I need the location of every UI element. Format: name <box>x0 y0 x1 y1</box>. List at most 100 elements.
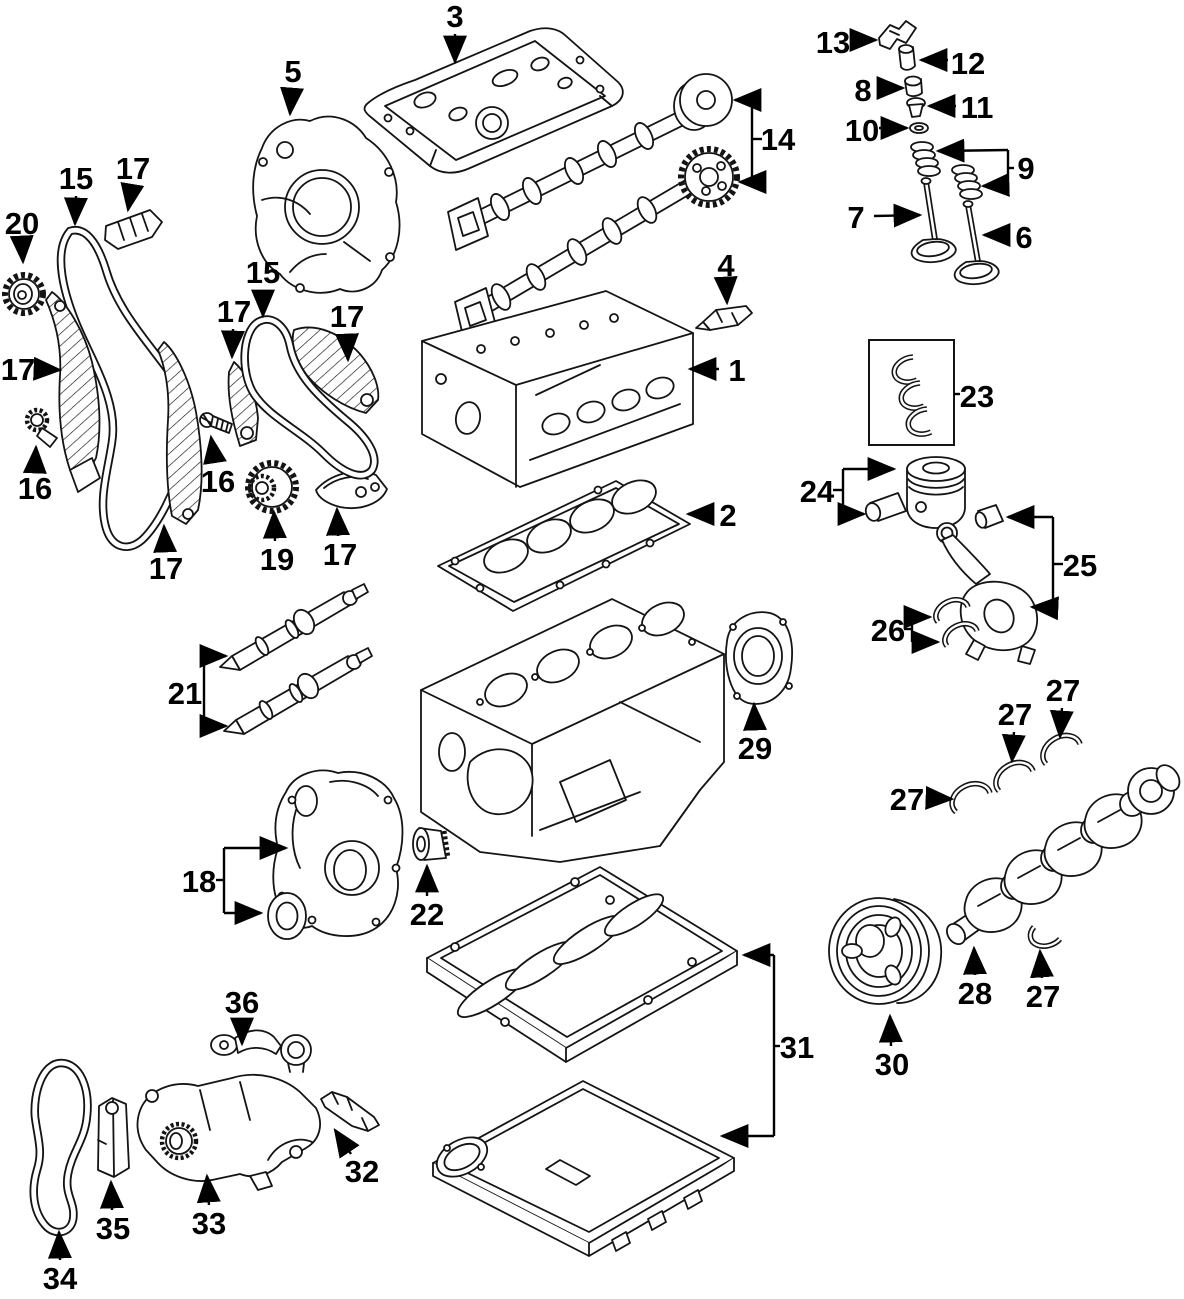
callout-number[interactable]: 27 <box>998 697 1032 732</box>
callout-number[interactable]: 31 <box>780 1030 814 1065</box>
callout-number[interactable]: 33 <box>192 1206 226 1241</box>
callout-number[interactable]: 18 <box>182 864 216 899</box>
callout-20[interactable]: 20 <box>5 206 39 265</box>
callout-number[interactable]: 15 <box>246 255 280 290</box>
callout-16[interactable]: 16 <box>201 434 235 499</box>
callout-17[interactable]: 17 <box>323 506 357 572</box>
callout-26[interactable]: 26 <box>871 605 941 654</box>
callout-27[interactable]: 27 <box>1046 673 1080 740</box>
callout-number[interactable]: 24 <box>800 474 835 509</box>
callout-number[interactable]: 10 <box>845 113 879 148</box>
callout-16[interactable]: 16 <box>18 444 52 506</box>
callout-number[interactable]: 11 <box>961 90 994 125</box>
oil-pickup-art <box>210 1029 312 1073</box>
callout-17[interactable]: 17 <box>149 523 183 586</box>
callout-27[interactable]: 27 <box>890 782 955 817</box>
callout-35[interactable]: 35 <box>96 1179 130 1246</box>
crankshaft-art <box>946 764 1181 946</box>
callout-number[interactable]: 27 <box>1026 979 1060 1014</box>
callout-number[interactable]: 22 <box>410 897 444 932</box>
callout-17[interactable]: 17 <box>1 352 63 387</box>
callout-number[interactable]: 9 <box>1017 151 1034 186</box>
callout-21[interactable]: 21 <box>168 644 229 738</box>
callout-number[interactable]: 13 <box>816 25 850 60</box>
callout-number[interactable]: 4 <box>717 248 735 283</box>
callout-8[interactable]: 8 <box>854 73 906 108</box>
callout-4[interactable]: 4 <box>713 248 738 306</box>
callout-3[interactable]: 3 <box>443 0 467 65</box>
callout-10[interactable]: 10 <box>845 113 910 148</box>
callout-15[interactable]: 15 <box>246 255 280 319</box>
callout-number[interactable]: 30 <box>875 1047 909 1082</box>
callout-number[interactable]: 17 <box>323 537 357 572</box>
callout-number[interactable]: 6 <box>1015 220 1032 255</box>
callout-number[interactable]: 2 <box>719 498 736 533</box>
callout-27[interactable]: 27 <box>998 697 1032 764</box>
leader-arrow <box>203 434 227 465</box>
callout-24[interactable]: 24 <box>800 457 897 526</box>
callout-number[interactable]: 26 <box>871 613 905 648</box>
callout-14[interactable]: 14 <box>732 88 796 194</box>
callout-number[interactable]: 21 <box>168 676 202 711</box>
callout-18[interactable]: 18 <box>182 836 289 925</box>
piston-art <box>864 456 966 529</box>
callout-9[interactable]: 9 <box>935 138 1035 197</box>
callout-number[interactable]: 23 <box>960 379 994 414</box>
callout-30[interactable]: 30 <box>875 1013 909 1082</box>
callout-number[interactable]: 7 <box>847 200 864 235</box>
callout-36[interactable]: 36 <box>225 985 259 1047</box>
callout-number[interactable]: 16 <box>201 464 235 499</box>
callout-2[interactable]: 2 <box>685 498 737 533</box>
callout-25[interactable]: 25 <box>1005 505 1097 621</box>
callout-17[interactable]: 17 <box>330 299 364 363</box>
callout-number[interactable]: 29 <box>738 731 772 766</box>
callout-33[interactable]: 33 <box>192 1173 226 1241</box>
callout-number[interactable]: 16 <box>18 471 52 506</box>
callout-number[interactable]: 8 <box>854 73 871 108</box>
callout-15[interactable]: 15 <box>59 161 93 227</box>
callout-number[interactable]: 27 <box>1046 673 1080 708</box>
callout-22[interactable]: 22 <box>410 863 444 932</box>
callout-34[interactable]: 34 <box>43 1229 78 1296</box>
leader-arrow <box>9 235 34 265</box>
callout-number[interactable]: 5 <box>284 54 301 89</box>
callout-27[interactable]: 27 <box>1026 948 1060 1014</box>
callout-number[interactable]: 17 <box>116 151 150 186</box>
callout-number[interactable]: 17 <box>330 299 364 334</box>
callout-number[interactable]: 17 <box>149 551 183 586</box>
callout-number[interactable]: 12 <box>951 46 985 81</box>
callout-5[interactable]: 5 <box>280 54 304 117</box>
callout-number[interactable]: 32 <box>345 1154 379 1189</box>
callout-number[interactable]: 3 <box>446 0 463 34</box>
callout-number[interactable]: 34 <box>43 1261 78 1296</box>
leader-arrow <box>1029 596 1059 621</box>
callout-23[interactable]: 23 <box>954 379 994 414</box>
callout-number[interactable]: 14 <box>761 122 796 157</box>
callout-number[interactable]: 15 <box>59 161 93 196</box>
callout-13[interactable]: 13 <box>816 25 879 60</box>
callout-31[interactable]: 31 <box>719 943 814 1148</box>
callout-32[interactable]: 32 <box>333 1128 379 1189</box>
callout-17[interactable]: 17 <box>116 151 150 213</box>
callout-7[interactable]: 7 <box>847 200 923 235</box>
callout-6[interactable]: 6 <box>981 220 1033 255</box>
callout-number[interactable]: 17 <box>217 294 251 329</box>
callout-number[interactable]: 25 <box>1063 548 1097 583</box>
callout-number[interactable]: 35 <box>96 1211 130 1246</box>
chain-guide-rail-left-art <box>45 291 101 493</box>
callout-number[interactable]: 27 <box>890 782 924 817</box>
callout-28[interactable]: 28 <box>958 945 992 1011</box>
callout-number[interactable]: 19 <box>260 542 294 577</box>
callout-number[interactable]: 28 <box>958 976 992 1011</box>
callout-number[interactable]: 17 <box>1 352 35 387</box>
callout-17[interactable]: 17 <box>217 294 251 360</box>
callout-number[interactable]: 1 <box>728 353 745 388</box>
valve-springs-art <box>910 141 983 200</box>
callout-number[interactable]: 20 <box>5 206 39 241</box>
callout-19[interactable]: 19 <box>260 509 294 577</box>
callout-number[interactable]: 36 <box>225 985 259 1020</box>
callout-12[interactable]: 12 <box>918 46 985 81</box>
callout-29[interactable]: 29 <box>738 701 772 766</box>
callout-11[interactable]: 11 <box>926 90 994 125</box>
callout-1[interactable]: 1 <box>687 353 746 388</box>
